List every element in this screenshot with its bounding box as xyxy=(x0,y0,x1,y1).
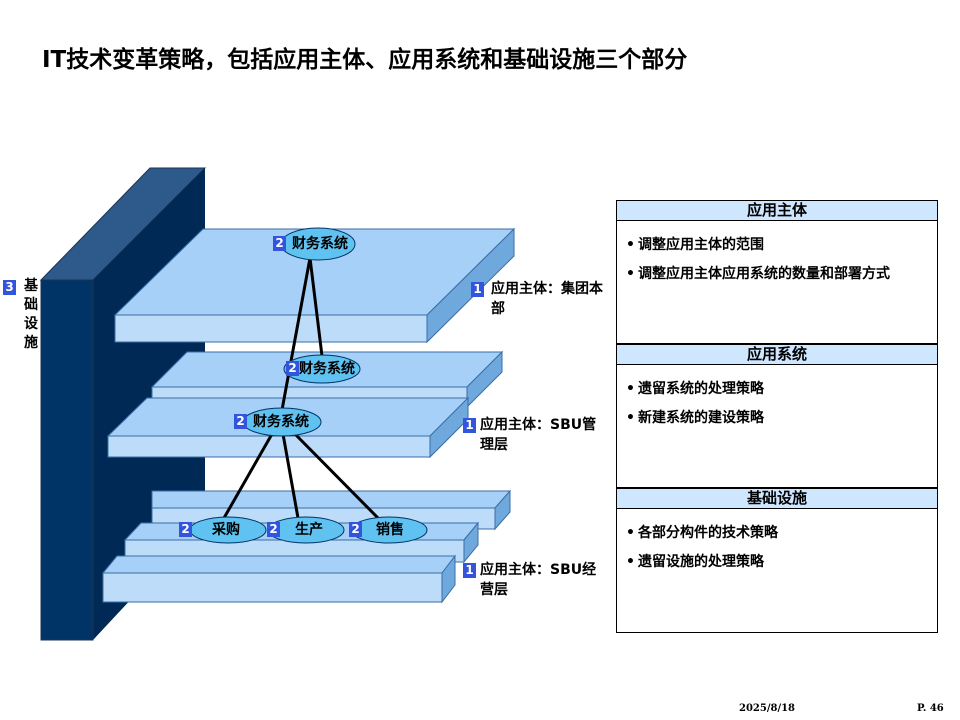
box-application-system: 应用系统 遗留系统的处理策略 新建系统的建设策略 xyxy=(616,344,938,488)
box-item: 调整应用主体应用系统的数量和部署方式 xyxy=(626,264,937,284)
footer-date: 2025/8/18 xyxy=(739,703,796,714)
system-label-purchasing: 采购 xyxy=(212,522,240,538)
box-list: 调整应用主体的范围 调整应用主体应用系统的数量和部署方式 xyxy=(617,221,937,284)
box-heading: 应用系统 xyxy=(617,345,937,365)
system-label-production: 生产 xyxy=(295,522,323,538)
layer-badge: 1 xyxy=(463,563,476,578)
slab-group-hq xyxy=(113,227,516,344)
box-item: 新建系统的建设策略 xyxy=(626,408,937,428)
box-application-entity: 应用主体 调整应用主体的范围 调整应用主体应用系统的数量和部署方式 xyxy=(616,200,938,344)
box-heading: 应用主体 xyxy=(617,201,937,221)
box-list: 各部分构件的技术策略 遗留设施的处理策略 xyxy=(617,509,937,572)
box-item: 遗留系统的处理策略 xyxy=(626,379,937,399)
layer-badge: 1 xyxy=(471,282,484,297)
box-item: 调整应用主体的范围 xyxy=(626,235,937,255)
slab-sbu-operations xyxy=(101,554,457,604)
infrastructure-wall-front xyxy=(40,279,94,641)
system-label-sales: 销售 xyxy=(376,522,404,538)
slab-sbu-management xyxy=(106,396,470,459)
system-label-finance: 财务系统 xyxy=(292,236,348,252)
box-item: 各部分构件的技术策略 xyxy=(626,523,937,543)
system-badge: 2 xyxy=(349,522,362,537)
box-heading: 基础设施 xyxy=(617,489,937,509)
box-infrastructure: 基础设施 各部分构件的技术策略 遗留设施的处理策略 xyxy=(616,488,938,633)
system-badge: 2 xyxy=(273,236,286,251)
system-badge: 2 xyxy=(267,522,280,537)
layer-label-sbu-management: 应用主体：SBU管理层 xyxy=(480,417,597,453)
page-title: IT技术变革策略，包括应用主体、应用系统和基础设施三个部分 xyxy=(42,47,688,73)
system-label-finance: 财务系统 xyxy=(299,361,355,377)
system-label-finance: 财务系统 xyxy=(253,414,309,430)
system-links xyxy=(222,257,380,520)
infrastructure-label: 基础设施 xyxy=(24,278,38,351)
system-badge: 2 xyxy=(286,361,299,376)
layer-badge: 1 xyxy=(463,418,476,433)
footer-page-number: P. 46 xyxy=(917,703,944,714)
infrastructure-badge: 3 xyxy=(3,280,16,295)
layer-label-sbu-operations: 应用主体：SBU经营层 xyxy=(480,562,597,598)
system-badge: 2 xyxy=(179,522,192,537)
box-item: 遗留设施的处理策略 xyxy=(626,552,937,572)
system-badge: 2 xyxy=(234,414,247,429)
ellipse-finance-mid xyxy=(283,354,361,384)
box-list: 遗留系统的处理策略 新建系统的建设策略 xyxy=(617,365,937,428)
layer-label-group-hq: 应用主体：集团本部 xyxy=(491,281,603,317)
